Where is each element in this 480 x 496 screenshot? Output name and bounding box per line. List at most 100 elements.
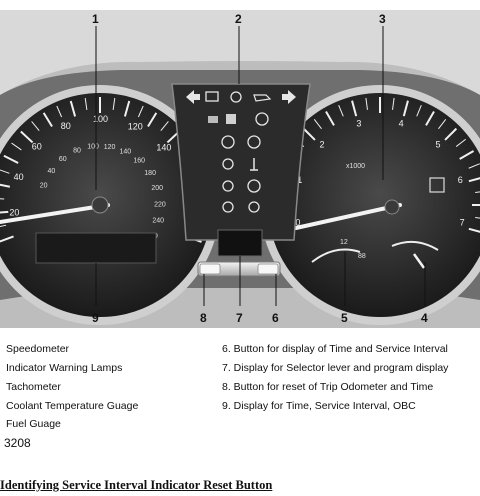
dial-label: 180 [144, 170, 156, 177]
dial-label: 100 [93, 114, 108, 124]
turn-left-arrow-icon [186, 90, 200, 104]
dial-tick [438, 119, 447, 130]
dial-label: 160 [133, 158, 145, 165]
tachometer-needle [294, 203, 402, 230]
dial-tick [56, 105, 63, 118]
dial-label: 200 [151, 185, 163, 192]
dial-tick [468, 163, 480, 169]
dial-tick [137, 105, 144, 118]
tachometer-indicator-box [429, 177, 445, 193]
dial-tick [42, 112, 53, 128]
dial-tick [112, 97, 116, 110]
binnacle-hood [0, 10, 480, 95]
dial-tick [0, 198, 5, 200]
headlight-icon [230, 91, 242, 103]
dial-tick [313, 119, 322, 130]
callout-1: 1 [92, 12, 99, 26]
legend-item-7: 7. Display for Selector lever and progra… [222, 362, 449, 374]
dial-label: 40 [47, 168, 55, 175]
dial-label: 140 [156, 142, 171, 152]
speedometer-mph-labels: 20406080100120140160180200220240260 [40, 143, 166, 240]
dial-tick [11, 142, 22, 151]
callout-4: 4 [421, 311, 428, 325]
dial-tick [3, 154, 19, 164]
dial-tick [444, 127, 458, 141]
legend-item-6: 6. Button for display of Time and Servic… [222, 343, 448, 355]
dial-tick [475, 217, 480, 219]
display-time-service-obc [35, 232, 157, 264]
oil-pressure-icon [253, 94, 272, 102]
callout-5: 5 [341, 311, 348, 325]
dial-label: 4 [399, 119, 404, 129]
dial-tick [468, 227, 480, 233]
dial-tick [84, 97, 88, 110]
callout-leader-lines [95, 26, 426, 306]
dial-tick [365, 97, 368, 110]
dial-label: 140 [120, 149, 132, 156]
legend-item-8: 8. Button for reset of Trip Odometer and… [222, 381, 434, 393]
time-service-interval-button[interactable] [257, 263, 279, 275]
trip-odometer-time-reset-button[interactable] [199, 263, 221, 275]
dial-label: 120 [104, 144, 116, 151]
dial-tick [0, 183, 11, 188]
turn-right-arrow-icon [282, 90, 296, 104]
dial-label: 20 [9, 207, 19, 217]
fuel-gauge-label: 88 [358, 253, 366, 260]
dial-tick [0, 224, 7, 228]
airbag-icon [222, 180, 234, 192]
dial-tick [468, 177, 480, 183]
dial-tick [160, 121, 169, 132]
dial-tick [475, 191, 480, 193]
callout-7: 7 [236, 311, 243, 325]
dial-tick [302, 127, 316, 141]
dial-tick [351, 100, 358, 117]
speedometer-hub [91, 196, 109, 214]
coolant-gauge-label: 12 [340, 239, 348, 246]
legend-item-2: Indicator Warning Lamps [6, 362, 123, 374]
legend-item-5: Fuel Guage [6, 418, 61, 430]
warning-lamp-panel [171, 83, 311, 241]
speedometer-needle [0, 203, 110, 224]
callout-6: 6 [272, 311, 279, 325]
legend-item-1: Speedometer [6, 343, 70, 355]
section-caption: Identifying Service Interval Indicator R… [0, 478, 273, 492]
dial-tick [416, 105, 422, 117]
fuel-gauge-needle [412, 253, 426, 269]
callout-3: 3 [379, 12, 386, 26]
dial-tick [31, 121, 40, 132]
dial-label: 120 [128, 122, 143, 132]
dial-tick [338, 105, 344, 117]
tachometer-dial [268, 93, 480, 317]
dial-label: 60 [59, 156, 67, 163]
dial-tick [0, 235, 14, 243]
traction-control-icon [221, 135, 235, 149]
dial-label: 6 [458, 175, 463, 185]
dial-label: 0 [295, 217, 300, 227]
dial-label: 5 [436, 139, 441, 149]
callout-8: 8 [200, 311, 207, 325]
legend-item-9: 9. Display for Time, Service Interval, O… [222, 400, 416, 412]
dial-label: 2 [319, 139, 324, 149]
dsc-icon [222, 201, 234, 213]
display-selector-lever-program [217, 229, 263, 257]
tachometer-unit-text: x1000 [346, 163, 365, 170]
dial-tick [0, 169, 10, 174]
dial-tick [0, 210, 9, 214]
dial-label: 20 [40, 182, 48, 189]
dial-label: 220 [154, 201, 166, 208]
fog-light-icon [255, 112, 269, 126]
legend-item-3: Tachometer [6, 381, 61, 393]
seatbelt-icon [222, 158, 234, 170]
coolant-temperature-icon [250, 158, 258, 171]
dial-tick [325, 110, 335, 126]
battery-warning-icon [205, 91, 219, 102]
dial-label: 100 [87, 143, 99, 150]
dial-tick [123, 100, 131, 117]
service-icon [248, 201, 260, 213]
abs-warning-icon [208, 116, 218, 123]
engine-check-icon [247, 179, 261, 193]
dial-tick [459, 150, 475, 160]
